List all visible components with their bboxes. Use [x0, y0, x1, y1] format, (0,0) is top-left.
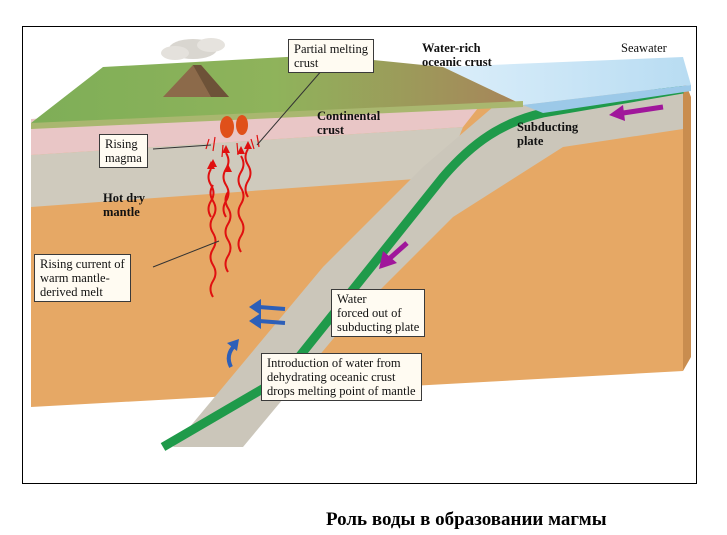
label-seawater: Seawater [621, 41, 667, 55]
label-rising-magma: Rising magma [99, 134, 148, 168]
label-hot-dry-mantle: Hot dry mantle [103, 191, 145, 219]
diagram-frame: Partial melting crust Water-rich oceanic… [22, 26, 697, 484]
magma-blob [220, 116, 234, 138]
label-partial-melting: Partial melting crust [288, 39, 374, 73]
label-introduction-of-water: Introduction of water from dehydrating o… [261, 353, 422, 401]
slide-caption: Роль воды в образовании магмы [326, 509, 607, 531]
label-water-rich-oceanic-crust: Water-rich oceanic crust [422, 41, 492, 69]
label-rising-current: Rising current of warm mantle- derived m… [34, 254, 131, 302]
block-side-face [683, 77, 691, 371]
label-water-forced-out: Water forced out of subducting plate [331, 289, 425, 337]
label-subducting-plate: Subducting plate [517, 120, 578, 148]
label-continental-crust: Continental crust [317, 109, 380, 137]
